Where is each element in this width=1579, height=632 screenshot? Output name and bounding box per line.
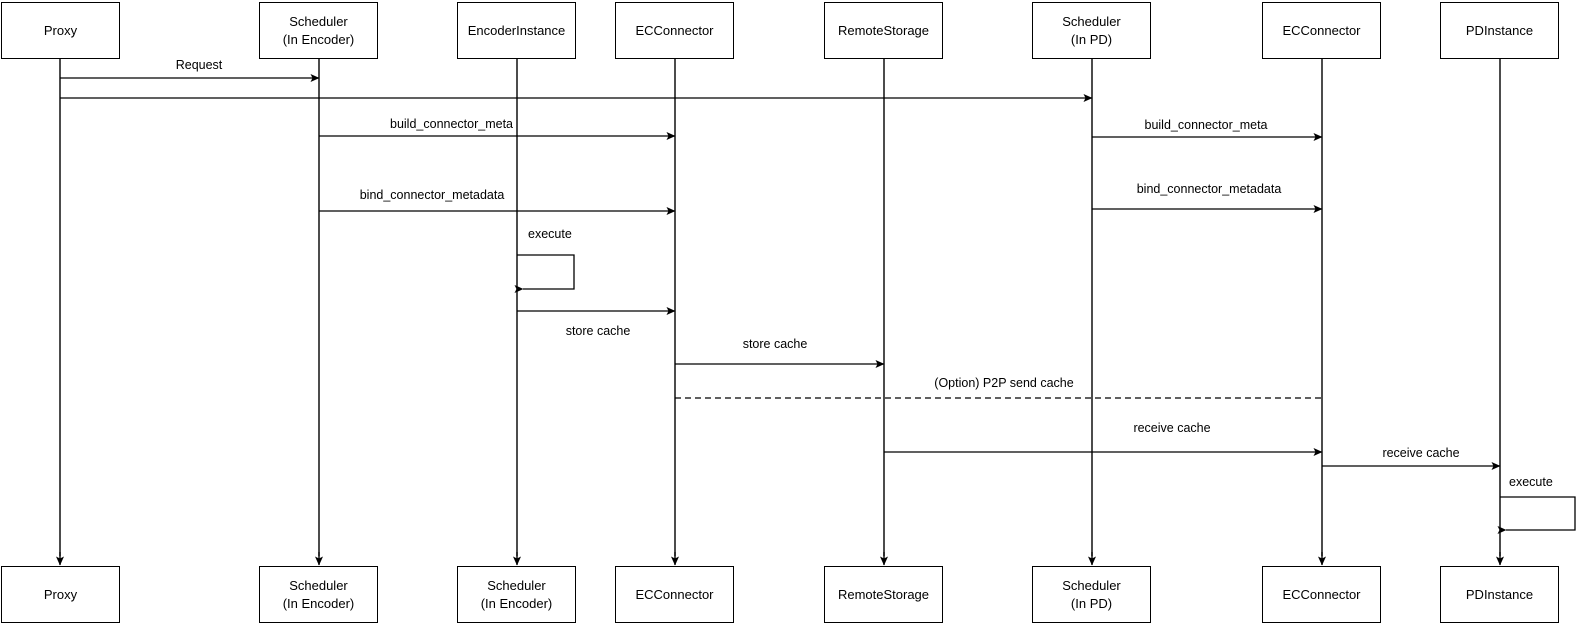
self-message-label-s1: execute <box>528 227 572 241</box>
self-message-path-s1 <box>514 254 575 293</box>
self-message-path-s2 <box>1497 496 1576 534</box>
message-label-m9: (Option) P2P send cache <box>934 376 1074 390</box>
actor-box-top-enc_inst: EncoderInstance <box>457 2 576 59</box>
actor-box-top-ec_conn_enc: ECConnector <box>615 2 734 59</box>
actor-box-top-ec_conn_pd: ECConnector <box>1262 2 1381 59</box>
lifelines-group <box>56 59 1504 566</box>
actor-box-bottom-ec_conn_enc: ECConnector <box>615 566 734 623</box>
message-label-m7: store cache <box>565 324 631 338</box>
actor-box-top-pd_inst: PDInstance <box>1440 2 1559 59</box>
actor-box-bottom-remote_store: RemoteStorage <box>824 566 943 623</box>
messages-group <box>60 74 1501 470</box>
actor-box-bottom-ec_conn_pd: ECConnector <box>1262 566 1381 623</box>
actor-box-top-sched_pd: Scheduler (In PD) <box>1032 2 1151 59</box>
message-label-m1: Request <box>175 58 223 72</box>
message-label-m5: bind_connector_metadata <box>359 188 505 202</box>
self-messages-group <box>514 254 1576 534</box>
message-label-m10: receive cache <box>1133 421 1211 435</box>
message-label-m8: store cache <box>742 337 808 351</box>
actor-box-bottom-enc_inst: Scheduler (In Encoder) <box>457 566 576 623</box>
message-label-m11: receive cache <box>1382 446 1460 460</box>
message-label-m3: build_connector_meta <box>390 117 513 131</box>
actor-box-bottom-proxy: Proxy <box>1 566 120 623</box>
message-label-m4: build_connector_meta <box>1144 118 1268 132</box>
self-message-label-s2: execute <box>1509 475 1553 489</box>
actor-box-top-proxy: Proxy <box>1 2 120 59</box>
actor-box-top-remote_store: RemoteStorage <box>824 2 943 59</box>
actor-box-top-sched_enc: Scheduler (In Encoder) <box>259 2 378 59</box>
actor-box-bottom-pd_inst: PDInstance <box>1440 566 1559 623</box>
actor-box-bottom-sched_pd: Scheduler (In PD) <box>1032 566 1151 623</box>
message-label-m6: bind_connector_metadata <box>1136 182 1282 196</box>
actor-box-bottom-sched_enc: Scheduler (In Encoder) <box>259 566 378 623</box>
